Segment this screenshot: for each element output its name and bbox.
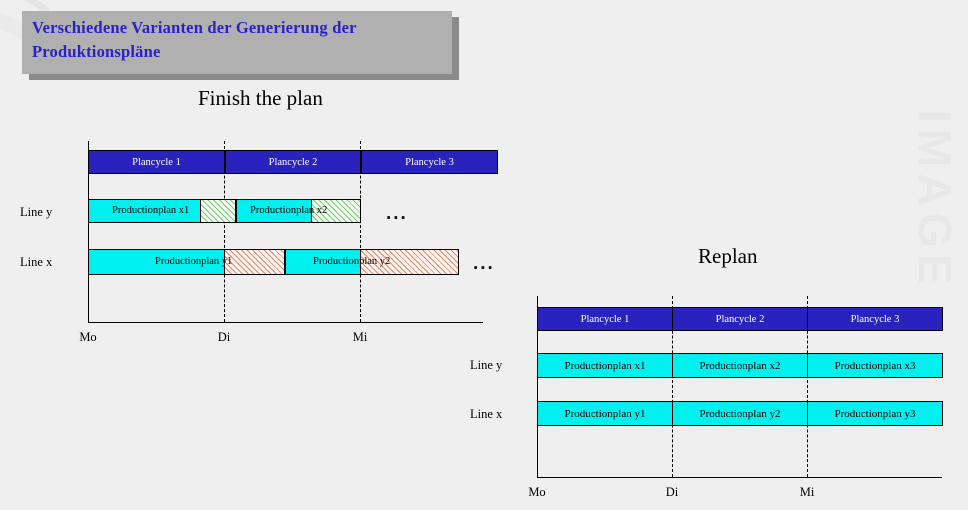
finish-line-x-ellipsis: ...	[473, 253, 495, 274]
finish-tickline-mi	[360, 141, 361, 322]
finish-axis-y	[88, 141, 89, 322]
finish-line-x-plan-2-buffer[interactable]	[360, 249, 459, 275]
finish-line-y-plan-2[interactable]	[236, 199, 312, 223]
title-plaque	[22, 11, 452, 74]
replan-plancycle-2[interactable]: Plancycle 2	[672, 307, 808, 331]
finish-row-label-line-y: Line y	[20, 205, 53, 219]
finish-tick-label-mi: Mi	[352, 330, 368, 344]
finish-tick-label-di: Di	[217, 330, 231, 344]
replan-line-x-plan-2[interactable]: Productionplan y2	[672, 401, 808, 426]
finish-line-y-plan-2-buffer[interactable]	[311, 199, 361, 223]
replan-plancycle-3[interactable]: Plancycle 3	[807, 307, 943, 331]
replan-line-x-plan-1[interactable]: Productionplan y1	[537, 401, 673, 426]
page-title-line-1: Verschiedene Varianten der Generierung d…	[32, 18, 357, 37]
replan-axis-x	[537, 477, 942, 478]
replan-line-y-plan-2[interactable]: Productionplan x2	[672, 353, 808, 378]
replan-tick-label-mi: Mi	[799, 485, 815, 499]
finish-row-label-line-x: Line x	[20, 255, 53, 269]
replan-tickline-mi	[807, 296, 808, 477]
replan-row-label-line-y: Line y	[470, 358, 503, 372]
finish-line-x-plan-1-buffer[interactable]	[224, 249, 285, 275]
finish-plancycle-3[interactable]: Plancycle 3	[361, 150, 498, 174]
replan-tick-label-mo: Mo	[528, 485, 546, 499]
finish-tickline-di	[224, 141, 225, 322]
chart-finish-the-plan: Finish the plan Mo Di Mi Plancycle 1 Pla…	[0, 0, 540, 360]
finish-tick-label-mo: Mo	[79, 330, 97, 344]
replan-tick-label-di: Di	[665, 485, 679, 499]
finish-line-y-ellipsis: ...	[386, 203, 408, 224]
finish-axis-x	[88, 322, 483, 323]
replan-plancycle-1[interactable]: Plancycle 1	[537, 307, 673, 331]
replan-line-y-plan-3[interactable]: Productionplan x3	[807, 353, 943, 378]
replan-line-x-plan-3[interactable]: Productionplan y3	[807, 401, 943, 426]
replan-axis-y	[537, 296, 538, 477]
replan-line-y-plan-1[interactable]: Productionplan x1	[537, 353, 673, 378]
finish-plancycle-1[interactable]: Plancycle 1	[88, 150, 225, 174]
finish-line-x-plan-2[interactable]	[285, 249, 361, 275]
chart-title-finish: Finish the plan	[198, 86, 323, 110]
replan-row-label-line-x: Line x	[470, 407, 503, 421]
page-title-line-2: Produktionspläne	[32, 42, 161, 61]
finish-line-y-plan-1-buffer[interactable]	[200, 199, 236, 223]
chart-title-replan: Replan	[698, 244, 758, 268]
finish-plancycle-2[interactable]: Plancycle 2	[225, 150, 361, 174]
page-title: Verschiedene Varianten der Generierung d…	[32, 16, 452, 64]
replan-tickline-di	[672, 296, 673, 477]
